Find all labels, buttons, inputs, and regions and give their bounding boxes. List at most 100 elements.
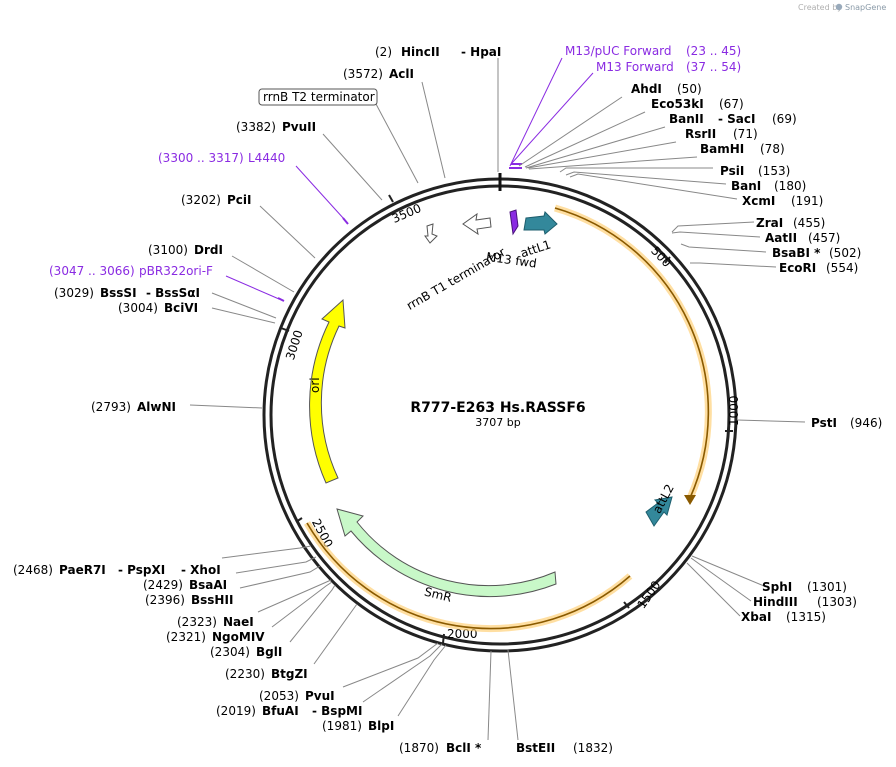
site-bani-pos: (180) xyxy=(774,179,806,193)
plasmid-name: R777-E263 Hs.RASSF6 xyxy=(410,400,585,416)
leader-ecori xyxy=(690,262,777,268)
leader-pbr322ori-f xyxy=(225,275,280,300)
attl1-feature[interactable] xyxy=(523,211,558,235)
rrnb-t1-terminator-feature[interactable] xyxy=(462,212,492,236)
site-pspxi-name: - PspXI xyxy=(118,563,165,577)
plasmid-length: 3707 bp xyxy=(475,416,520,429)
leader-bsshii xyxy=(239,565,321,589)
tick-1500 xyxy=(623,601,630,609)
primer-leader-lines xyxy=(225,57,594,300)
site-bsabi-name: BsaBI * xyxy=(772,246,821,260)
leader-bamhi xyxy=(528,156,698,170)
primer-m13-forward-name: M13 Forward xyxy=(596,60,674,74)
leader-pvui xyxy=(342,642,439,688)
site-bcivi-pos: (3004) xyxy=(118,301,158,315)
site-banii-name: BanII xyxy=(669,112,704,126)
site-acii-pos: (3572) xyxy=(343,67,383,81)
site-ngomiv-pos: (2321) xyxy=(166,630,206,644)
site-alwni-pos: (2793) xyxy=(91,400,131,414)
rrnb-t2-terminator-label-box xyxy=(258,88,378,106)
leader-l4440 xyxy=(295,165,345,220)
site-naei-pos: (2323) xyxy=(177,615,217,629)
site-btgzi-pos: (2230) xyxy=(225,667,265,681)
primer-pbr322ori-f-name: pBR322ori-F xyxy=(139,264,213,278)
site-drdi-pos: (3100) xyxy=(148,243,188,257)
attl2-feature[interactable] xyxy=(645,496,673,527)
site-saci-name: - SacI xyxy=(718,112,755,126)
rrnb-t2-terminator-label: rrnB T2 terminator xyxy=(263,90,375,104)
site-bamhi-name: BamHI xyxy=(700,142,744,156)
site-rsrii-pos: (71) xyxy=(733,127,758,141)
orf-upper-glow xyxy=(554,204,712,500)
leader-blpi xyxy=(397,644,447,717)
site-bspmi-name: - BspMI xyxy=(312,704,362,718)
site-hindiii-pos: (1303) xyxy=(817,595,857,609)
leader-m13-forward xyxy=(511,72,594,164)
site-ahdi-pos: (50) xyxy=(677,82,702,96)
site-bgli-name: BglI xyxy=(256,645,282,659)
primer-l4440-pos: (3300 .. 3317) xyxy=(158,151,244,165)
site-pcii-pos: (3202) xyxy=(181,193,221,207)
site-eco53ki-name: Eco53kI xyxy=(651,97,704,111)
leader-m13-puc-forward xyxy=(509,57,563,167)
site-xbai-name: XbaI xyxy=(741,610,771,624)
rrnb-t2-terminator-feature[interactable] xyxy=(424,223,438,244)
site-bcli-name: BclI * xyxy=(446,741,482,755)
leader-banii xyxy=(525,126,666,169)
site-xhoi-name: - XhoI xyxy=(181,563,221,577)
site-xbai-pos: (1315) xyxy=(786,610,826,624)
site-alwni-name: AlwNI xyxy=(137,400,176,414)
site-bsaai-name: BsaAI xyxy=(189,578,227,592)
site-bsabi-pos: (502) xyxy=(829,246,861,260)
leader-bani xyxy=(565,171,727,185)
leader-bcli xyxy=(487,650,492,741)
site-pvuii-name: PvuII xyxy=(282,120,316,134)
site-bsteii-name: BstEII xyxy=(516,741,555,755)
site-ahdi-name: AhdI xyxy=(631,82,662,96)
site-hpai-name: - HpaI xyxy=(461,45,501,59)
leader-xbai xyxy=(686,562,741,617)
site-bcivi-name: BciVI xyxy=(164,301,198,315)
site-bsteii-pos: (1832) xyxy=(573,741,613,755)
site-blpi-pos: (1981) xyxy=(322,719,362,733)
leader-rrnb-t2 xyxy=(375,103,419,184)
site-bani-name: BanI xyxy=(731,179,761,193)
orf-lower-glow xyxy=(303,521,633,632)
primer-m13-forward-pos: (37 .. 54) xyxy=(686,60,741,74)
site-psti-pos: (946) xyxy=(850,416,882,430)
orf-upper-arc xyxy=(554,207,710,499)
site-aatii-name: AatII xyxy=(765,231,797,245)
site-hindiii-name: HindIII xyxy=(753,595,798,609)
leader-pcii xyxy=(259,205,316,259)
site-ecori-name: EcoRI xyxy=(779,261,816,275)
site-xcmi-pos: (191) xyxy=(791,194,823,208)
site-blpi-name: BlpI xyxy=(368,719,394,733)
primer-m13-puc-forward-name: M13/pUC Forward xyxy=(565,44,672,58)
leader-acii xyxy=(421,81,446,179)
site-bgli-pos: (2304) xyxy=(210,645,250,659)
leader-alwni xyxy=(189,404,263,409)
tick-label-1000: 1000 xyxy=(727,395,741,426)
rrnb-t1-terminator-label: rrnB T1 terminator xyxy=(404,245,508,313)
tick-2000 xyxy=(442,633,445,644)
site-labels: (2) HincII - HpaI (3572) AclI (3382) Pvu… xyxy=(13,44,882,755)
site-sphi-pos: (1301) xyxy=(807,580,847,594)
primer-m13-puc-forward-pos: (23 .. 45) xyxy=(686,44,741,58)
site-naei-name: NaeI xyxy=(223,615,254,629)
site-ecori-pos: (554) xyxy=(826,261,858,275)
smr-feature[interactable] xyxy=(336,508,557,598)
leader-naei xyxy=(257,579,332,613)
site-pvui-name: PvuI xyxy=(305,689,335,703)
site-ngomiv-name: NgoMIV xyxy=(212,630,265,644)
leader-btgzi xyxy=(313,603,358,665)
site-bsssi-pos: (3029) xyxy=(54,286,94,300)
site-bcli-pos: (1870) xyxy=(399,741,439,755)
tick-500 xyxy=(664,256,671,264)
ori-feature[interactable] xyxy=(309,298,346,484)
site-hincii-pos: (2) xyxy=(375,45,392,59)
site-bsssi-name: BssSI xyxy=(100,286,137,300)
orf-lower-arc xyxy=(306,522,631,630)
m13-fwd-feature[interactable] xyxy=(509,209,519,236)
